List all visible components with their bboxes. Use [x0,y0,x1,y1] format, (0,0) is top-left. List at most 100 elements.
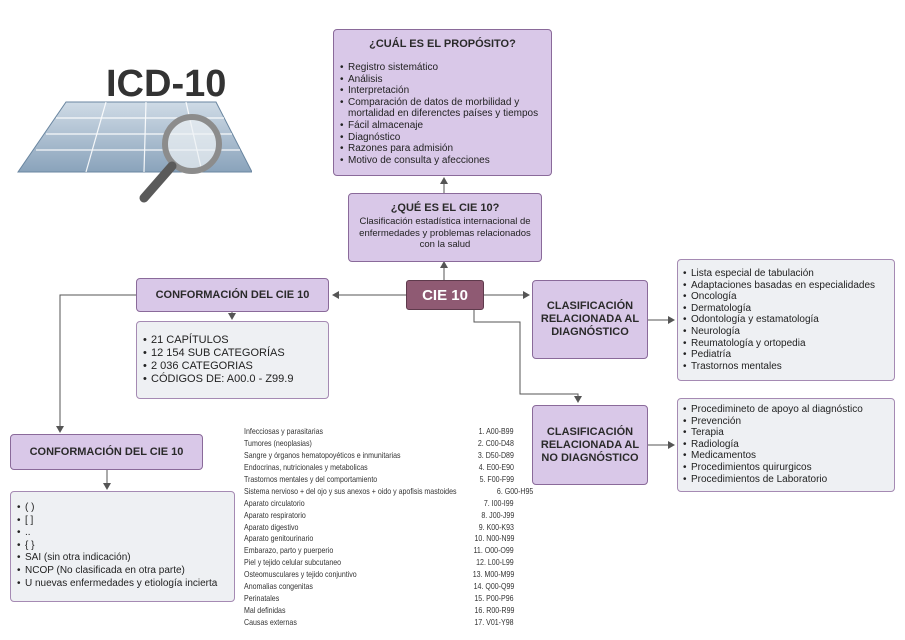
list-item: Comparación de datos de morbilidad y mor… [340,97,548,120]
chapter-name: Tumores (neoplasias) [244,438,312,448]
conformacion-top-title: CONFORMACIÓN DEL CIE 10 [155,289,310,301]
list-item: Prevención [683,416,863,428]
list-item: Radiología [683,439,863,451]
conformacion-bottom-title: CONFORMACIÓN DEL CIE 10 [29,446,184,458]
what-title: ¿QUÉ ES EL CIE 10? [390,202,500,214]
list-item: SAI (sin otra indicación) [17,552,217,565]
chapter-code: 16. R00-R99 [474,606,514,616]
list-item: NCOP (No clasificada en otra parte) [17,565,217,578]
conformacion-bottom-list: ( ) [ ] .. { } SAI (sin otra indicación)… [17,502,217,590]
nodiag-box: CLASIFICACIÓN RELACIONADA AL NO DIAGNÓST… [532,405,648,485]
chapter-name: Endocrinas, nutricionales y metabolicas [244,462,368,472]
table-row: Aparato genitourinario 10. N00-N99 [244,534,514,546]
list-item: .. [17,527,217,540]
diag-title: CLASIFICACIÓN RELACIONADA AL DIAGNÓSTICO [540,300,640,338]
list-item: Trastornos mentales [683,361,875,373]
magnifier-icon [17,101,252,203]
chapter-code: 13. M00-M99 [472,570,514,580]
chapter-code: 9. K00-K93 [478,522,514,532]
list-item: Medicamentos [683,450,863,462]
chapter-code: 11. O00-O99 [473,546,514,556]
list-item: U nuevas enfermedades y etiología incier… [17,578,217,591]
diag-list: Lista especial de tabulación Adaptacione… [683,268,875,372]
chapter-code: 8. J00-J99 [481,510,514,520]
chapter-code: 5. F00-F99 [479,474,514,484]
list-item: Odontología y estamatología [683,314,875,326]
list-item: { } [17,540,217,553]
list-item: Análisis [340,74,548,86]
chapter-code: 15. P00-P96 [474,594,514,604]
list-item: Pediatría [683,349,875,361]
chapter-code: 6. G00-H95 [497,486,534,496]
list-item: Terapia [683,427,863,439]
conformacion-top-list-box: 21 CAPÍTULOS 12 154 SUB CATEGORÍAS 2 036… [136,321,329,399]
chapter-name: Piel y tejido celular subcutaneo [244,558,342,568]
list-item: Procedimientos de Laboratorio [683,474,863,486]
purpose-title: ¿CUÁL ES EL PROPÓSITO? [369,38,516,50]
list-item: Neurología [683,326,875,338]
table-row: Embarazo, parto y puerperio 11. O00-O99 [244,546,514,558]
chapter-name: Sistema nervioso + del ojo y sus anexos … [244,486,457,496]
chapter-code: 1. A00-B99 [479,427,514,436]
chapter-name: Trastornos mentales y del comportamiento [244,474,378,484]
list-item: Motivo de consulta y afecciones [340,155,548,167]
central-node: CIE 10 [406,280,484,310]
chapter-code: 14. Q00-Q99 [473,582,514,592]
list-item: Oncología [683,291,875,303]
chapter-name: Embarazo, parto y puerperio [244,546,334,556]
list-item: Adaptaciones basadas en especialidades [683,280,875,292]
table-row: Tumores (neoplasias)2. C00-D48 [244,439,514,451]
chapter-name: Aparato circulatorio [244,498,305,508]
conformacion-bottom-box: CONFORMACIÓN DEL CIE 10 [10,434,203,470]
icd10-logo: ICD-10 [16,60,252,210]
conformacion-top-list: 21 CAPÍTULOS 12 154 SUB CATEGORÍAS 2 036… [143,334,293,386]
list-item: Dermatología [683,303,875,315]
nodiag-list: Procedimineto de apoyo al diagnóstico Pr… [683,404,863,485]
list-item: 2 036 CATEGORIAS [143,360,293,373]
table-row: Aparato respiratorio 8. J00-J99 [244,511,514,523]
purpose-list: Registro sistemático Análisis Interpreta… [340,62,548,166]
diag-list-box: Lista especial de tabulación Adaptacione… [677,259,895,381]
chapter-name: Aparato respiratorio [244,510,306,520]
chapter-code: 17. V01-Y98 [474,618,514,627]
list-item: [ ] [17,515,217,528]
table-row: Trastornos mentales y del comportamiento… [244,475,514,487]
list-item: Registro sistemático [340,62,548,74]
chapter-code: 10. N00-N99 [474,534,514,544]
list-item: 21 CAPÍTULOS [143,334,293,347]
list-item: Diagnóstico [340,132,548,144]
connector-conf-bottom [56,294,136,433]
nodiag-title: CLASIFICACIÓN RELACIONADA AL NO DIAGNÓST… [540,425,640,464]
table-row: Piel y tejido celular subcutaneo 12. L00-… [244,558,514,570]
table-row: Causas externas 17. V01-Y98 [244,618,514,630]
list-item: ( ) [17,502,217,515]
chapter-name: Mal definidas [244,606,286,616]
connector-central-nodiag [473,310,582,403]
list-item: 12 154 SUB CATEGORÍAS [143,347,293,360]
chapter-code: 12. L00-L99 [476,558,514,568]
conformacion-top-box: CONFORMACIÓN DEL CIE 10 [136,278,329,312]
conformacion-bottom-list-box: ( ) [ ] .. { } SAI (sin otra indicación)… [10,491,235,602]
chapter-name: Causas externas [244,618,297,627]
chapter-code: 3. D50-D89 [477,450,514,460]
chapter-code: 4. E00-E90 [478,462,514,472]
table-row: Endocrinas, nutricionales y metabolicas 4… [244,463,514,475]
purpose-box: ¿CUÁL ES EL PROPÓSITO? Registro sistemát… [333,29,552,176]
list-item: Razones para admisión [340,143,548,155]
list-item: Procedimineto de apoyo al diagnóstico [683,404,863,416]
what-description: Clasificación estadística internacional … [359,216,531,250]
list-item: Interpretación [340,85,548,97]
nodiag-list-box: Procedimineto de apoyo al diagnóstico Pr… [677,398,895,492]
list-item: Lista especial de tabulación [683,268,875,280]
list-item: Procedimientos quirurgicos [683,462,863,474]
list-item: CÓDIGOS DE: A00.0 - Z99.9 [143,373,293,386]
table-row: Mal definidas 16. R00-R99 [244,606,514,618]
chapter-name: Aparato genitourinario [244,534,314,544]
